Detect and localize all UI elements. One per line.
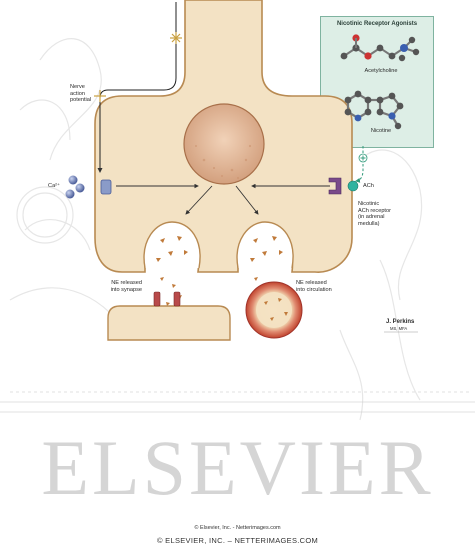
- label-nicotinic-receptor: Nicotinic ACh receptor (in adrenal medul…: [358, 201, 391, 227]
- ne-granules-pocket-left: [156, 236, 188, 262]
- label-artist-name: J. Perkins: [386, 319, 415, 325]
- plus-sign-icon: [360, 155, 366, 161]
- calcium-channel: [100, 179, 112, 195]
- label-artist-degree: MS, MFA: [390, 326, 408, 331]
- blood-vessel: [245, 281, 303, 339]
- nicotinic-receptor: [328, 177, 342, 195]
- label-ne-circulation: NE released into circulation: [296, 280, 332, 293]
- label-ca-influx: Ca²⁺ influx: [114, 177, 141, 183]
- label-effector-cell: Effector Cell: [152, 327, 184, 333]
- label-adrenergic-receptors: Adrenergic receptors: [142, 310, 194, 316]
- label-ach: ACh: [363, 183, 374, 189]
- ne-granules-pocket-right: [250, 236, 283, 262]
- copyright-footer: © ELSEVIER, INC. – NETTERIMAGES.COM: [156, 536, 319, 545]
- background-ground: [0, 391, 475, 413]
- docking-arrow-right: [235, 185, 259, 215]
- label-acetylcholine: Acetylcholine: [364, 68, 398, 74]
- label-nerve-fiber: Nerve Fiber: [207, 9, 237, 15]
- copyright-small: © Elsevier, Inc. - Netterimages.com: [194, 525, 281, 531]
- adrenergic-receptors: [153, 291, 181, 307]
- label-docking: Docking and exocytosis of synaptic vesic…: [208, 212, 240, 238]
- label-ne-synapse: NE released into synapse: [110, 280, 142, 293]
- blood-vessel-lumen: [256, 292, 292, 328]
- label-ca-ion: Ca²⁺: [48, 183, 60, 189]
- plus-sign-circle: [358, 153, 368, 163]
- ne-granules-released-circulation: [254, 277, 272, 298]
- label-vesicle: Vesicle: [215, 99, 233, 105]
- vesicle-texture: [195, 144, 252, 179]
- label-norepinephrine: Norepinephrine (NE): [201, 126, 247, 140]
- publisher-watermark: ELSEVIER: [41, 424, 434, 511]
- ne-in-blood-vessel: [264, 298, 288, 321]
- label-nerve-ending: Nerve Ending: [114, 232, 132, 245]
- action-potential-line: [97, 2, 177, 173]
- agonists-panel-title: Nicotinic Receptor Agonists: [336, 21, 418, 27]
- label-nerve-action-potential: Nerve action potential: [70, 84, 92, 104]
- docking-arrow-left: [185, 185, 213, 215]
- ne-granules-released-synapse: [156, 277, 182, 306]
- release-pocket-left: [143, 221, 201, 269]
- action-potential-spark: [170, 32, 182, 44]
- label-nicotine: Nicotine: [370, 128, 392, 134]
- norepinephrine-vesicle: [183, 103, 265, 185]
- agonist-link-dashed: [355, 146, 364, 183]
- ach-molecule: [347, 180, 359, 192]
- calcium-ions: [65, 175, 85, 199]
